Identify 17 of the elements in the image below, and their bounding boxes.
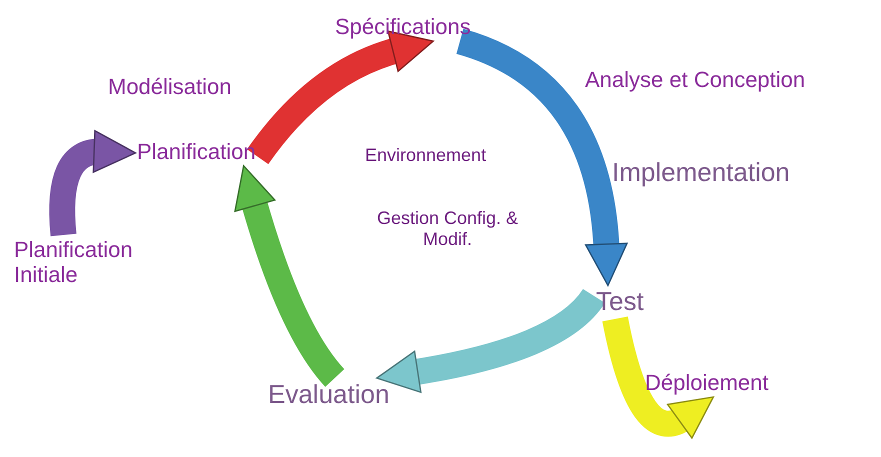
phase-label: Planification bbox=[137, 139, 256, 164]
curved-arrow bbox=[602, 316, 716, 440]
curved-arrow bbox=[376, 288, 604, 393]
curved-arrow bbox=[49, 130, 136, 236]
curved-arrow bbox=[456, 28, 628, 286]
phase-label: Planification Initiale bbox=[14, 237, 179, 288]
activity-label: Analyse et Conception bbox=[585, 67, 806, 92]
activity-label: Gestion Config. & Modif. bbox=[376, 208, 520, 250]
activity-label: Environnement bbox=[365, 145, 486, 166]
phase-label: Spécifications bbox=[335, 14, 471, 40]
activity-label: Modélisation bbox=[108, 74, 232, 100]
curved-arrow bbox=[234, 165, 345, 386]
phase-label: Test bbox=[596, 287, 644, 317]
phase-label: Evaluation bbox=[268, 380, 390, 410]
activity-label: Implementation bbox=[612, 158, 790, 188]
curved-arrow bbox=[247, 30, 434, 164]
phase-label: Déploiement bbox=[645, 370, 769, 396]
